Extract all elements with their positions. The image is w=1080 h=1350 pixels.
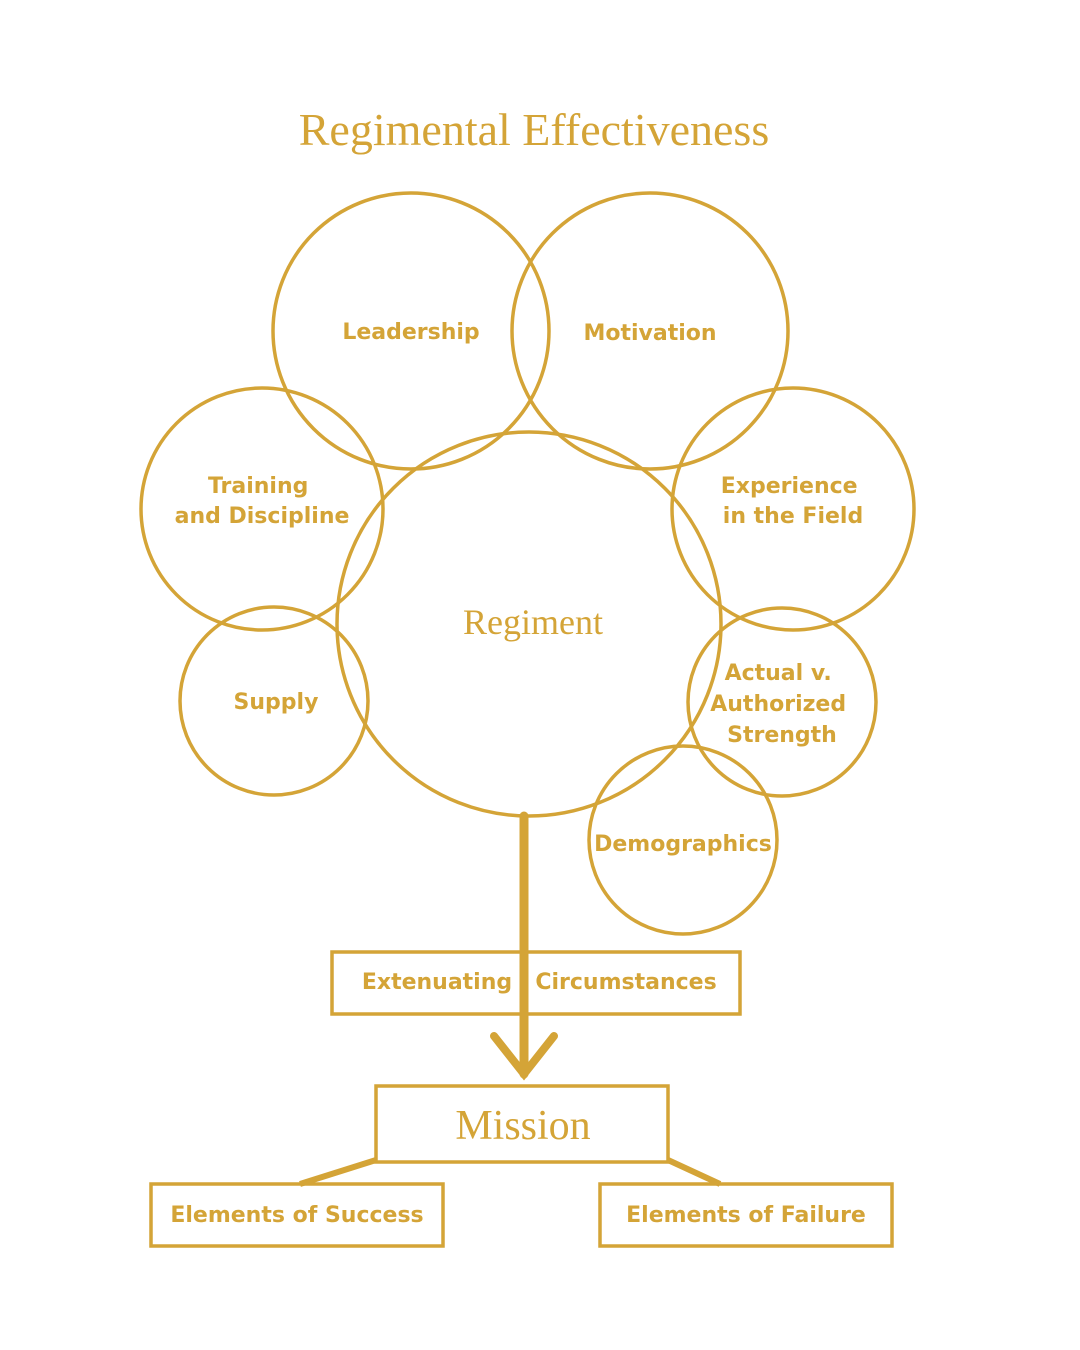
motivation-circle bbox=[510, 191, 790, 471]
elements-of-failure-label: Elements of Failure bbox=[626, 1203, 866, 1228]
elements-of-success-box bbox=[149, 1182, 445, 1248]
strength-label: Actual v. Authorized Strength bbox=[710, 661, 854, 748]
demographics-circle bbox=[587, 744, 779, 936]
extenuating-label: Extenuating bbox=[362, 970, 512, 995]
leadership-label: Leadership bbox=[342, 320, 479, 345]
diagram-title: Regimental Effectiveness bbox=[299, 104, 770, 155]
circumstances-label: Circumstances bbox=[535, 970, 716, 995]
supply-label: Supply bbox=[234, 690, 319, 715]
training-circle bbox=[139, 386, 385, 632]
mission-box bbox=[374, 1084, 670, 1164]
elements-of-failure-box bbox=[598, 1182, 894, 1248]
supply-circle bbox=[178, 605, 370, 797]
motivation-label: Motivation bbox=[583, 321, 716, 346]
elements-of-success-label: Elements of Success bbox=[170, 1203, 423, 1228]
experience-circle bbox=[670, 386, 916, 632]
success-connector bbox=[299, 1157, 377, 1187]
leadership-circle bbox=[271, 191, 551, 471]
regiment-circle bbox=[335, 430, 723, 818]
training-label: Training and Discipline bbox=[175, 474, 350, 529]
failure-connector bbox=[666, 1157, 722, 1187]
regiment-to-mission-arrow bbox=[490, 811, 558, 1081]
extenuating-circumstances-box bbox=[330, 950, 742, 1016]
experience-label: Experience in the Field bbox=[721, 474, 866, 529]
strength-circle bbox=[686, 606, 878, 798]
mission-label: Mission bbox=[455, 1103, 590, 1149]
demographics-label: Demographics bbox=[594, 832, 772, 857]
regiment-label: Regiment bbox=[463, 602, 603, 642]
